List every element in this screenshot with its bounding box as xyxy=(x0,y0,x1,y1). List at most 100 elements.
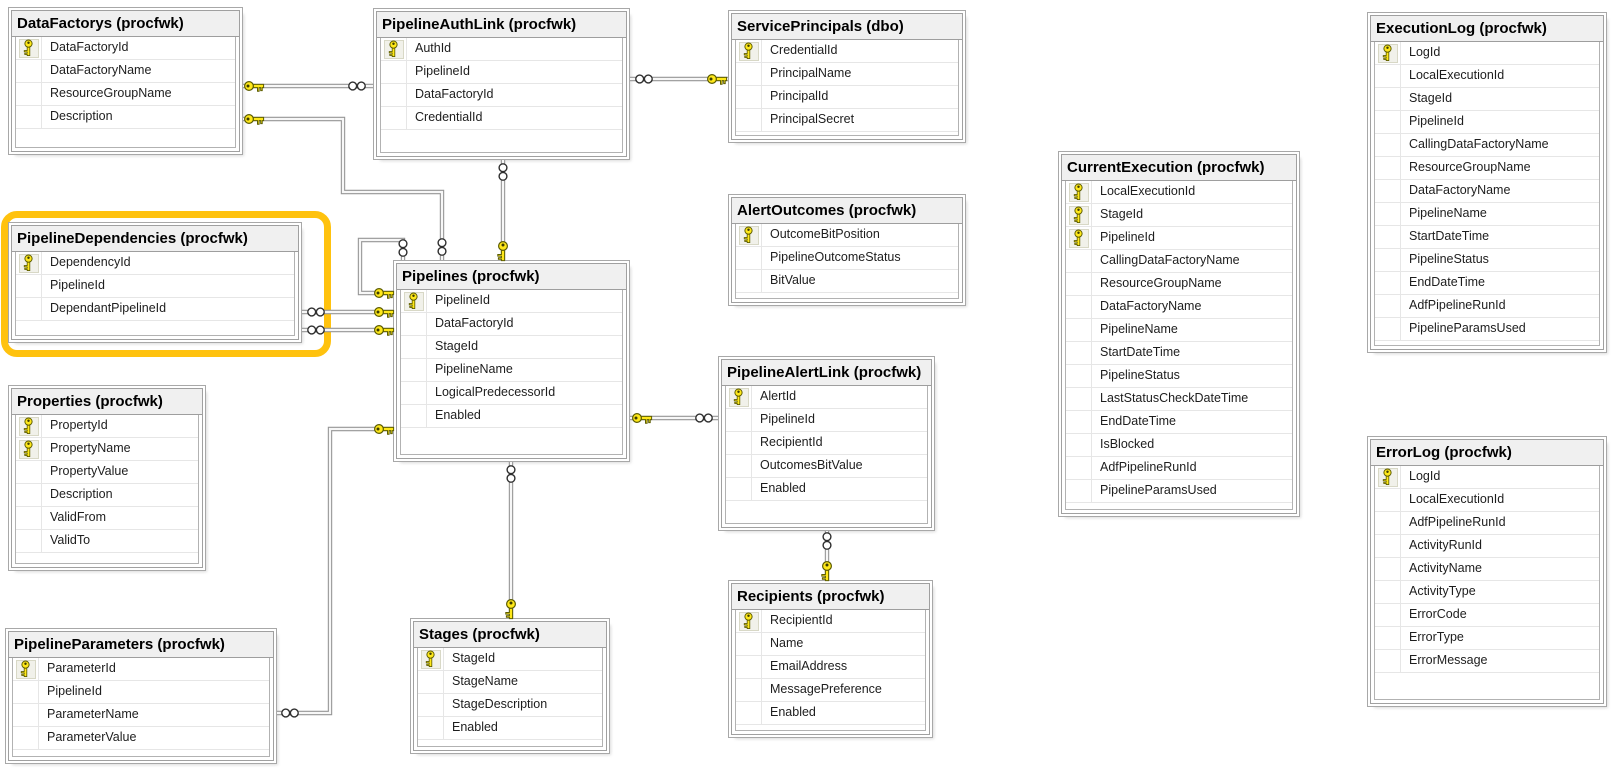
column-row[interactable]: PropertyValue xyxy=(16,461,198,484)
column-row[interactable]: ParameterId xyxy=(13,658,269,681)
column-row[interactable]: PipelineId xyxy=(1375,111,1599,134)
column-row[interactable]: StageId xyxy=(401,336,622,359)
column-row[interactable]: MessagePreference xyxy=(736,679,925,702)
table-title[interactable]: PipelineAuthLink (procfwk) xyxy=(377,12,626,38)
column-row[interactable]: LogicalPredecessorId xyxy=(401,382,622,405)
column-row[interactable]: EmailAddress xyxy=(736,656,925,679)
column-row[interactable]: OutcomesBitValue xyxy=(726,455,927,478)
column-row[interactable]: DataFactoryName xyxy=(16,60,235,83)
column-row[interactable]: ParameterName xyxy=(13,704,269,727)
column-row[interactable]: RecipientId xyxy=(726,432,927,455)
table-title[interactable]: PipelineParameters (procfwk) xyxy=(9,632,273,658)
column-row[interactable]: LogId xyxy=(1375,42,1599,65)
table-AlertOutcomes[interactable]: AlertOutcomes (procfwk) OutcomeBitPositi… xyxy=(731,197,963,303)
column-row[interactable]: BitValue xyxy=(736,270,958,293)
column-row[interactable]: Enabled xyxy=(401,405,622,428)
table-title[interactable]: AlertOutcomes (procfwk) xyxy=(732,198,962,224)
table-ServicePrincipals[interactable]: ServicePrincipals (dbo) CredentialId Pri… xyxy=(731,13,963,140)
column-row[interactable]: PropertyId xyxy=(16,415,198,438)
column-row[interactable]: PipelineParamsUsed xyxy=(1066,480,1292,503)
column-row[interactable]: PipelineName xyxy=(401,359,622,382)
column-row[interactable]: LocalExecutionId xyxy=(1066,181,1292,204)
table-title[interactable]: ServicePrincipals (dbo) xyxy=(732,14,962,40)
table-ErrorLog[interactable]: ErrorLog (procfwk) LogId LocalExecutionI… xyxy=(1370,439,1604,704)
column-row[interactable]: StageId xyxy=(418,648,602,671)
column-row[interactable]: PipelineId xyxy=(1066,227,1292,250)
column-row[interactable]: StageName xyxy=(418,671,602,694)
column-row[interactable]: LocalExecutionId xyxy=(1375,65,1599,88)
column-row[interactable]: DataFactoryId xyxy=(381,84,622,107)
column-row[interactable]: ValidTo xyxy=(16,530,198,553)
column-row[interactable]: CredentialId xyxy=(381,107,622,130)
table-title[interactable]: Stages (procfwk) xyxy=(414,622,606,648)
column-row[interactable]: AdfPipelineRunId xyxy=(1375,295,1599,318)
column-row[interactable]: DataFactoryName xyxy=(1066,296,1292,319)
table-title[interactable]: PipelineDependencies (procfwk) xyxy=(12,226,298,252)
table-title[interactable]: Pipelines (procfwk) xyxy=(397,264,626,290)
column-row[interactable]: AuthId xyxy=(381,38,622,61)
table-title[interactable]: ErrorLog (procfwk) xyxy=(1371,440,1603,466)
column-row[interactable]: ValidFrom xyxy=(16,507,198,530)
table-DataFactorys[interactable]: DataFactorys (procfwk) DataFactoryId Dat… xyxy=(11,10,240,152)
column-row[interactable]: PrincipalSecret xyxy=(736,109,958,132)
column-row[interactable]: EndDateTime xyxy=(1066,411,1292,434)
column-row[interactable]: ResourceGroupName xyxy=(1375,157,1599,180)
column-row[interactable]: PropertyName xyxy=(16,438,198,461)
column-row[interactable]: PrincipalName xyxy=(736,63,958,86)
column-row[interactable]: ParameterValue xyxy=(13,727,269,750)
column-row[interactable]: LogId xyxy=(1375,466,1599,489)
column-row[interactable]: StartDateTime xyxy=(1375,226,1599,249)
column-row[interactable]: Description xyxy=(16,106,235,129)
table-CurrentExecution[interactable]: CurrentExecution (procfwk) LocalExecutio… xyxy=(1061,154,1297,514)
table-ExecutionLog[interactable]: ExecutionLog (procfwk) LogId LocalExecut… xyxy=(1370,15,1604,350)
column-row[interactable]: PipelineStatus xyxy=(1066,365,1292,388)
table-Properties[interactable]: Properties (procfwk) PropertyId Property… xyxy=(11,388,203,568)
column-row[interactable]: RecipientId xyxy=(736,610,925,633)
column-row[interactable]: DependencyId xyxy=(16,252,294,275)
table-title[interactable]: ExecutionLog (procfwk) xyxy=(1371,16,1603,42)
column-row[interactable]: PipelineOutcomeStatus xyxy=(736,247,958,270)
column-row[interactable]: AdfPipelineRunId xyxy=(1375,512,1599,535)
table-PipelineAuthLink[interactable]: PipelineAuthLink (procfwk) AuthId Pipeli… xyxy=(376,11,627,157)
column-row[interactable]: ErrorMessage xyxy=(1375,650,1599,673)
column-row[interactable]: PipelineName xyxy=(1375,203,1599,226)
column-row[interactable]: PrincipalId xyxy=(736,86,958,109)
column-row[interactable]: LocalExecutionId xyxy=(1375,489,1599,512)
column-row[interactable]: StageId xyxy=(1066,204,1292,227)
column-row[interactable]: ErrorCode xyxy=(1375,604,1599,627)
column-row[interactable]: PipelineId xyxy=(726,409,927,432)
column-row[interactable]: Enabled xyxy=(726,478,927,501)
column-row[interactable]: StageDescription xyxy=(418,694,602,717)
column-row[interactable]: EndDateTime xyxy=(1375,272,1599,295)
column-row[interactable]: PipelineId xyxy=(13,681,269,704)
table-title[interactable]: CurrentExecution (procfwk) xyxy=(1062,155,1296,181)
column-row[interactable]: ActivityType xyxy=(1375,581,1599,604)
column-row[interactable]: DataFactoryId xyxy=(401,313,622,336)
column-row[interactable]: ActivityRunId xyxy=(1375,535,1599,558)
column-row[interactable]: PipelineParamsUsed xyxy=(1375,318,1599,341)
column-row[interactable]: PipelineName xyxy=(1066,319,1292,342)
column-row[interactable]: DependantPipelineId xyxy=(16,298,294,321)
column-row[interactable]: CallingDataFactoryName xyxy=(1066,250,1292,273)
table-Recipients[interactable]: Recipients (procfwk) RecipientId Name xyxy=(731,583,930,735)
column-row[interactable]: ResourceGroupName xyxy=(16,83,235,106)
column-row[interactable]: CredentialId xyxy=(736,40,958,63)
column-row[interactable]: PipelineId xyxy=(16,275,294,298)
table-title[interactable]: Properties (procfwk) xyxy=(12,389,202,415)
column-row[interactable]: Description xyxy=(16,484,198,507)
table-title[interactable]: PipelineAlertLink (procfwk) xyxy=(722,360,931,386)
column-row[interactable]: IsBlocked xyxy=(1066,434,1292,457)
column-row[interactable]: StartDateTime xyxy=(1066,342,1292,365)
column-row[interactable]: LastStatusCheckDateTime xyxy=(1066,388,1292,411)
table-title[interactable]: Recipients (procfwk) xyxy=(732,584,929,610)
column-row[interactable]: ResourceGroupName xyxy=(1066,273,1292,296)
column-row[interactable]: OutcomeBitPosition xyxy=(736,224,958,247)
column-row[interactable]: DataFactoryName xyxy=(1375,180,1599,203)
table-PipelineDependencies[interactable]: PipelineDependencies (procfwk) Dependenc… xyxy=(11,225,299,340)
column-row[interactable]: Enabled xyxy=(736,702,925,725)
table-Pipelines[interactable]: Pipelines (procfwk) PipelineId DataFacto… xyxy=(396,263,627,459)
table-PipelineAlertLink[interactable]: PipelineAlertLink (procfwk) AlertId Pipe… xyxy=(721,359,932,528)
column-row[interactable]: AdfPipelineRunId xyxy=(1066,457,1292,480)
table-PipelineParameters[interactable]: PipelineParameters (procfwk) ParameterId… xyxy=(8,631,274,761)
column-row[interactable]: ErrorType xyxy=(1375,627,1599,650)
